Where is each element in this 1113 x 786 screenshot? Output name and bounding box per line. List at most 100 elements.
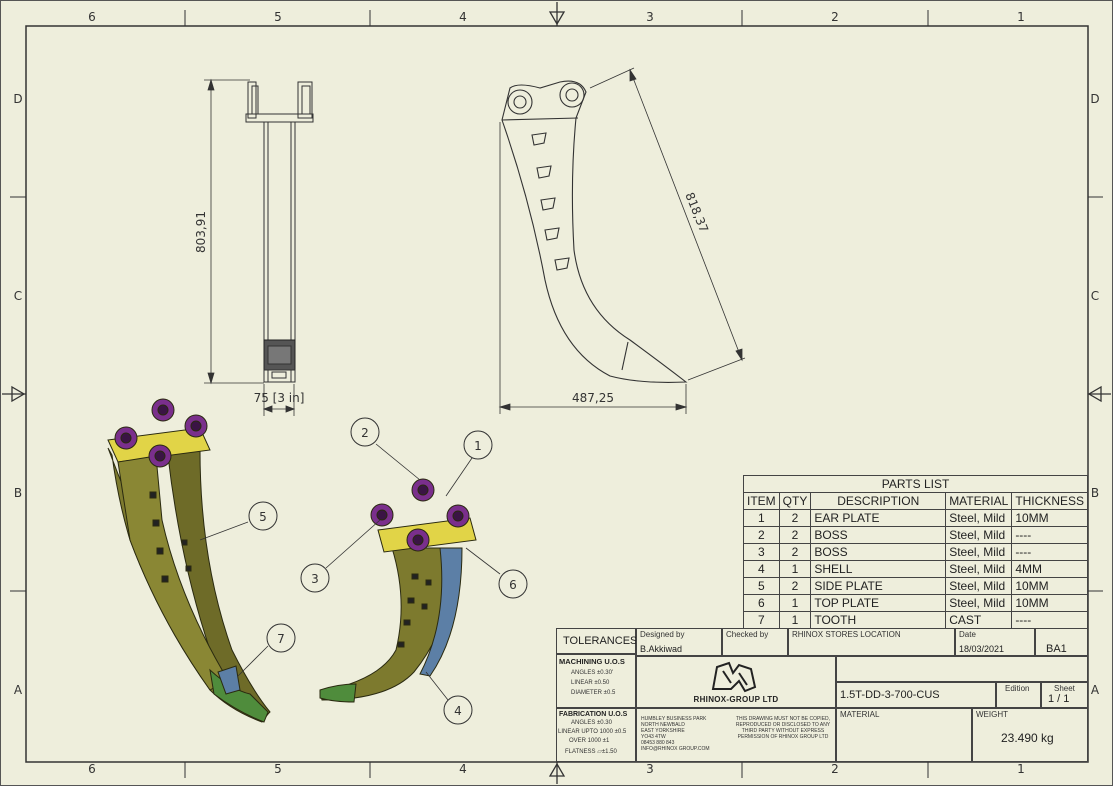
svg-text:6: 6	[509, 578, 517, 592]
dimension-front-width-label: 75 [3 in]	[254, 391, 305, 405]
part-number-value: 1.5T-DD-3-700-CUS	[840, 689, 940, 701]
balloon-1: 1	[463, 430, 493, 460]
cell-thickness: 10MM	[1011, 509, 1088, 527]
col-label-bottom-1: 1	[1017, 762, 1025, 776]
parts-list-table: PARTS LIST ITEM QTY DESCRIPTION MATERIAL…	[743, 475, 1088, 629]
address-line: NORTH NEWBALD	[641, 722, 685, 728]
part-number-cell: 1.5T-DD-3-700-CUS	[836, 682, 996, 708]
cell-qty: 1	[778, 594, 812, 612]
col-header-description: DESCRIPTION	[810, 492, 947, 510]
cell-item: 7	[743, 611, 780, 629]
checked-by-cell: Checked by	[722, 628, 788, 656]
sheet-size-value: BA1	[1046, 643, 1067, 655]
fabrication-line: ANGLES ±0.30	[571, 720, 612, 726]
cell-thickness: 4MM	[1011, 560, 1088, 578]
address-line: HUMBLEY BUSINESS PARK	[641, 716, 707, 722]
col-header-thickness: THICKNESS	[1011, 492, 1088, 510]
cell-thickness: 10MM	[1011, 577, 1088, 595]
svg-text:3: 3	[311, 572, 319, 586]
row-label-left-C: C	[14, 289, 22, 303]
col-header-material: MATERIAL	[945, 492, 1013, 510]
cell-description: EAR PLATE	[810, 509, 947, 527]
cell-item: 1	[743, 509, 780, 527]
sheet-label: Sheet	[1054, 684, 1075, 693]
cell-material: Steel, Mild	[945, 509, 1013, 527]
notice-block: THIS DRAWING MUST NOT BE COPIED, REPRODU…	[733, 716, 833, 740]
balloon-6: 6	[498, 569, 528, 599]
date-value: 18/03/2021	[959, 644, 1005, 654]
cell-qty: 1	[778, 560, 812, 578]
balloon-5: 5	[248, 501, 278, 531]
machining-cell: MACHINING U.O.S ANGLES ±0.30' LINEAR ±0.…	[556, 654, 636, 708]
fabrication-cell: FABRICATION U.O.S ANGLES ±0.30 LINEAR UP…	[556, 708, 636, 762]
cell-qty: 2	[778, 509, 812, 527]
dimension-side-width-label: 487,25	[572, 391, 614, 405]
cell-item: 5	[743, 577, 780, 595]
cell-item: 3	[743, 543, 780, 561]
col-label-bottom-6: 6	[88, 762, 96, 776]
dimension-height	[204, 78, 264, 385]
machining-line: LINEAR ±0.50	[571, 680, 610, 686]
parts-list-title: PARTS LIST	[743, 475, 1088, 493]
cell-material: Steel, Mild	[945, 577, 1013, 595]
date-label: Date	[959, 630, 976, 639]
location-cell: RHINOX STORES LOCATION	[788, 628, 955, 656]
row-label-left-B: B	[14, 486, 22, 500]
cell-description: BOSS	[810, 526, 947, 544]
dimension-front-width	[262, 384, 296, 416]
rhinox-logo-icon	[711, 661, 757, 693]
cell-item: 6	[743, 594, 780, 612]
sheet-value: 1 / 1	[1048, 693, 1070, 705]
row-label-left-A: A	[14, 683, 23, 697]
col-header-qty: QTY	[778, 492, 812, 510]
cell-material: Steel, Mild	[945, 594, 1013, 612]
cell-qty: 2	[778, 526, 812, 544]
col-label-bottom-4: 4	[459, 762, 467, 776]
cell-item: 4	[743, 560, 780, 578]
balloon-leaders	[199, 443, 501, 701]
cell-material: CAST	[945, 611, 1013, 629]
balloon-7: 7	[266, 623, 296, 653]
cell-qty: 1	[778, 611, 812, 629]
cell-material: Steel, Mild	[945, 560, 1013, 578]
fabrication-line: LINEAR UPTO 1000 ±0.5	[558, 729, 627, 735]
cell-material: Steel, Mild	[945, 543, 1013, 561]
notice-line: THIS DRAWING MUST NOT BE COPIED,	[735, 716, 831, 722]
sheet-cell: Sheet 1 / 1	[1041, 682, 1088, 708]
cell-qty: 2	[778, 577, 812, 595]
machining-line: ANGLES ±0.30'	[571, 670, 614, 676]
dimension-height-label: 803,91	[194, 211, 208, 253]
blank-cell	[836, 656, 1088, 682]
dimension-side-width	[498, 122, 688, 414]
company-name: RHINOX-GROUP LTD	[693, 695, 779, 704]
col-label-top-6: 6	[88, 10, 96, 24]
iso-view-right	[319, 478, 477, 703]
sheet-size-cell: BA1	[1035, 628, 1088, 656]
row-label-right-B: B	[1091, 486, 1099, 500]
notice-line: PERMISSION OF RHINOX GROUP LTD	[737, 734, 829, 740]
date-cell: Date 18/03/2021	[955, 628, 1035, 656]
col-label-top-3: 3	[646, 10, 654, 24]
weight-label: WEIGHT	[976, 710, 1008, 719]
cell-qty: 2	[778, 543, 812, 561]
balloon-3: 3	[300, 563, 330, 593]
cell-material: Steel, Mild	[945, 526, 1013, 544]
material-cell: MATERIAL	[836, 708, 972, 762]
col-label-bottom-5: 5	[274, 762, 282, 776]
cell-thickness: ----	[1011, 543, 1088, 561]
balloon-4: 4	[443, 695, 473, 725]
location-label: RHINOX STORES LOCATION	[792, 630, 901, 639]
designed-by-label: Designed by	[640, 630, 685, 639]
designed-by-value: B.Akkiwad	[640, 644, 683, 654]
weight-value: 23.490 kg	[1001, 731, 1054, 745]
tolerances-label: TOLERANCES	[563, 635, 638, 647]
